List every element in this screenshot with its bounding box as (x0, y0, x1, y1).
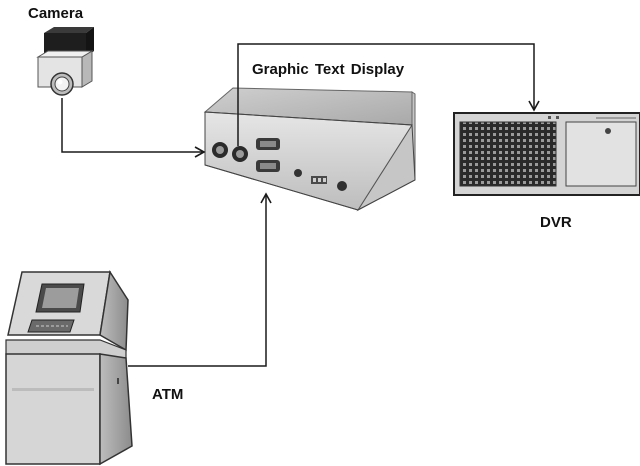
graphic-text-display-device (203, 87, 416, 212)
atm-to-display-connector (128, 192, 272, 367)
camera-to-display-connector (61, 98, 206, 158)
camera-label: Camera (28, 5, 84, 22)
graphic-text-display-label: Graphic Text Display (252, 61, 405, 78)
camera-icon (36, 27, 94, 96)
dvr-label: DVR (540, 214, 572, 231)
atm-machine (5, 269, 133, 466)
dvr-device (453, 112, 640, 196)
display-to-dvr-connector (237, 43, 540, 146)
atm-label: ATM (152, 386, 184, 403)
